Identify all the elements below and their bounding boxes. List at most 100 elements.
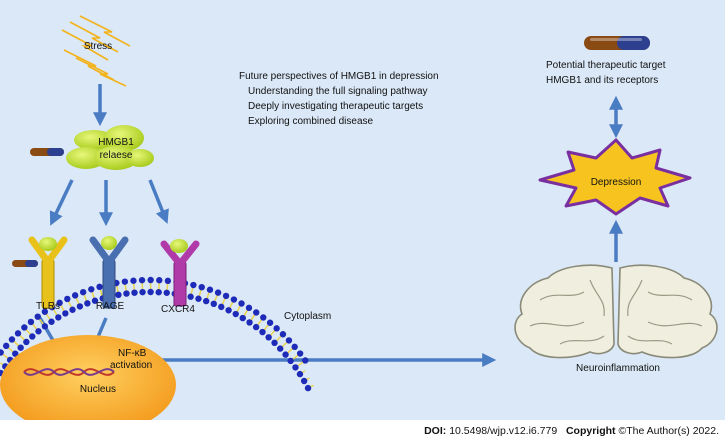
cxcr4-receptor-icon xyxy=(160,239,200,307)
membrane-lipid-head xyxy=(17,344,24,351)
membrane-lipid-head xyxy=(0,349,4,356)
membrane-lipid-head xyxy=(76,303,84,310)
membrane-lipid-head xyxy=(29,333,36,340)
membrane-lipid-head xyxy=(62,310,69,317)
membrane-lipid-head xyxy=(304,384,312,392)
nfkb-label-line2: activation xyxy=(110,360,153,371)
membrane-lipid-head xyxy=(230,296,238,303)
membrane-lipid-head xyxy=(69,306,76,313)
therapeutic-target-block: Potential therapeutic target HMGB1 and i… xyxy=(546,58,666,88)
membrane-lipid-head xyxy=(56,299,63,307)
membrane-lipid-head xyxy=(71,292,79,299)
therapeutic-target-line2: HMGB1 and its receptors xyxy=(546,75,659,86)
membrane-lipid-head xyxy=(245,304,253,312)
cell-membrane xyxy=(0,276,314,392)
membrane-lipid-head xyxy=(147,276,154,284)
membrane-lipid-head xyxy=(130,277,137,284)
membrane-lipid-head xyxy=(12,350,19,357)
membrane-lipid-head xyxy=(121,278,129,285)
membrane-lipid-head xyxy=(300,377,308,385)
membrane-lipid-head xyxy=(260,314,267,321)
membrane-lipid-head xyxy=(253,309,260,316)
nucleus xyxy=(0,335,176,420)
drug-capsule-icon-small xyxy=(30,148,64,156)
future-perspectives-block: Future perspectives of HMGB1 in depressi… xyxy=(239,69,439,129)
membrane-lipid-head xyxy=(84,300,91,307)
copyright-value: ©The Author(s) 2022. xyxy=(618,425,719,437)
rage-receptor-icon xyxy=(89,236,129,309)
arrow-to-cxcr4 xyxy=(148,179,169,224)
membrane-lipid-head xyxy=(139,288,146,296)
membrane-lipid-head xyxy=(302,357,309,364)
membrane-lipid-head xyxy=(155,289,162,296)
membrane-lipid-head xyxy=(282,351,289,358)
membrane-lipid-head xyxy=(79,288,87,296)
membrane-lipid-head xyxy=(96,283,103,291)
cytoplasm-label: Cytoplasm xyxy=(284,311,332,322)
membrane-lipid-head xyxy=(276,345,284,352)
citation-line: DOI: 10.5498/wjp.v12.i6.779 Copyright ©T… xyxy=(424,425,719,437)
membrane-lipid-head xyxy=(14,330,22,337)
membrane-lipid-head xyxy=(291,343,298,351)
membrane-lipid-head xyxy=(2,342,10,350)
membrane-lipid-head xyxy=(214,289,222,296)
membrane-lipid-head xyxy=(232,310,239,318)
membrane-lipid-head xyxy=(210,300,217,308)
membrane-lipid-head xyxy=(259,328,266,336)
hmgb1-release-label-line2: relaese xyxy=(99,150,133,161)
perspective-item: Understanding the full signaling pathway xyxy=(248,86,428,97)
membrane-lipid-head xyxy=(138,276,146,284)
membrane-lipid-head xyxy=(48,318,55,325)
membrane-lipid-head xyxy=(115,291,122,299)
arrow-to-tlrs xyxy=(49,179,74,226)
depression-starburst xyxy=(538,138,692,216)
diagram-canvas xyxy=(0,15,718,420)
nucleus-label: Nucleus xyxy=(79,384,117,395)
tlrs-label: TLRs xyxy=(36,301,60,312)
membrane-lipid-head xyxy=(271,339,278,347)
membrane-lipid-head xyxy=(273,325,280,332)
membrane-lipid-head xyxy=(187,293,194,300)
doi-value: 10.5498/wjp.v12.i6.779 xyxy=(449,425,558,437)
membrane-lipid-head xyxy=(88,286,95,293)
membrane-lipid-head xyxy=(35,328,42,335)
membrane-lipid-head xyxy=(8,336,16,343)
membrane-lipid-head xyxy=(285,337,293,344)
signal-arrows xyxy=(38,84,623,367)
hmgb1-cluster xyxy=(66,125,154,170)
membrane-lipid-head xyxy=(195,295,202,302)
cxcr4-label: CXCR4 xyxy=(161,304,195,315)
membrane-lipid-head xyxy=(296,350,304,357)
tlr-receptor-icon xyxy=(28,236,68,309)
membrane-lipid-head xyxy=(164,277,172,285)
stress-label: Stress xyxy=(83,41,113,52)
stress-lightning-icon xyxy=(61,15,131,87)
future-perspectives-title: Future perspectives of HMGB1 in depressi… xyxy=(239,71,439,82)
perspective-item: Exploring combined disease xyxy=(248,116,374,127)
membrane-lipid-head xyxy=(287,357,294,365)
membrane-lipid-head xyxy=(206,286,214,293)
membrane-lipid-head xyxy=(41,308,49,315)
membrane-lipid-head xyxy=(225,307,232,314)
membrane-lipid-head xyxy=(55,314,62,321)
membrane-lipid-head xyxy=(266,319,274,326)
drug-capsule-icon-large xyxy=(584,36,650,50)
membrane-lipid-head xyxy=(202,297,210,305)
citation-footer: DOI: 10.5498/wjp.v12.i6.779 Copyright ©T… xyxy=(0,420,725,441)
membrane-lipid-head xyxy=(123,290,130,297)
drug-capsule-icon-tlr xyxy=(12,260,38,267)
membrane-lipid-head xyxy=(147,288,154,296)
brain-icon xyxy=(514,264,718,359)
depression-label: Depression xyxy=(590,177,642,188)
therapeutic-target-line1: Potential therapeutic target xyxy=(546,60,666,71)
membrane-lipid-head xyxy=(265,334,272,341)
doi-label: DOI: xyxy=(424,425,447,437)
neuroinflammation-label: Neuroinflammation xyxy=(576,363,660,374)
membrane-lipid-head xyxy=(296,370,304,378)
hmgb1-release-label-line1: HMGB1 xyxy=(98,137,134,148)
membrane-lipid-head xyxy=(41,323,49,330)
membrane-lipid-head xyxy=(163,289,170,296)
copyright-label: Copyright xyxy=(565,425,616,437)
membrane-lipid-head xyxy=(156,277,163,284)
nfkb-label-line1: NF-κB xyxy=(118,348,147,359)
